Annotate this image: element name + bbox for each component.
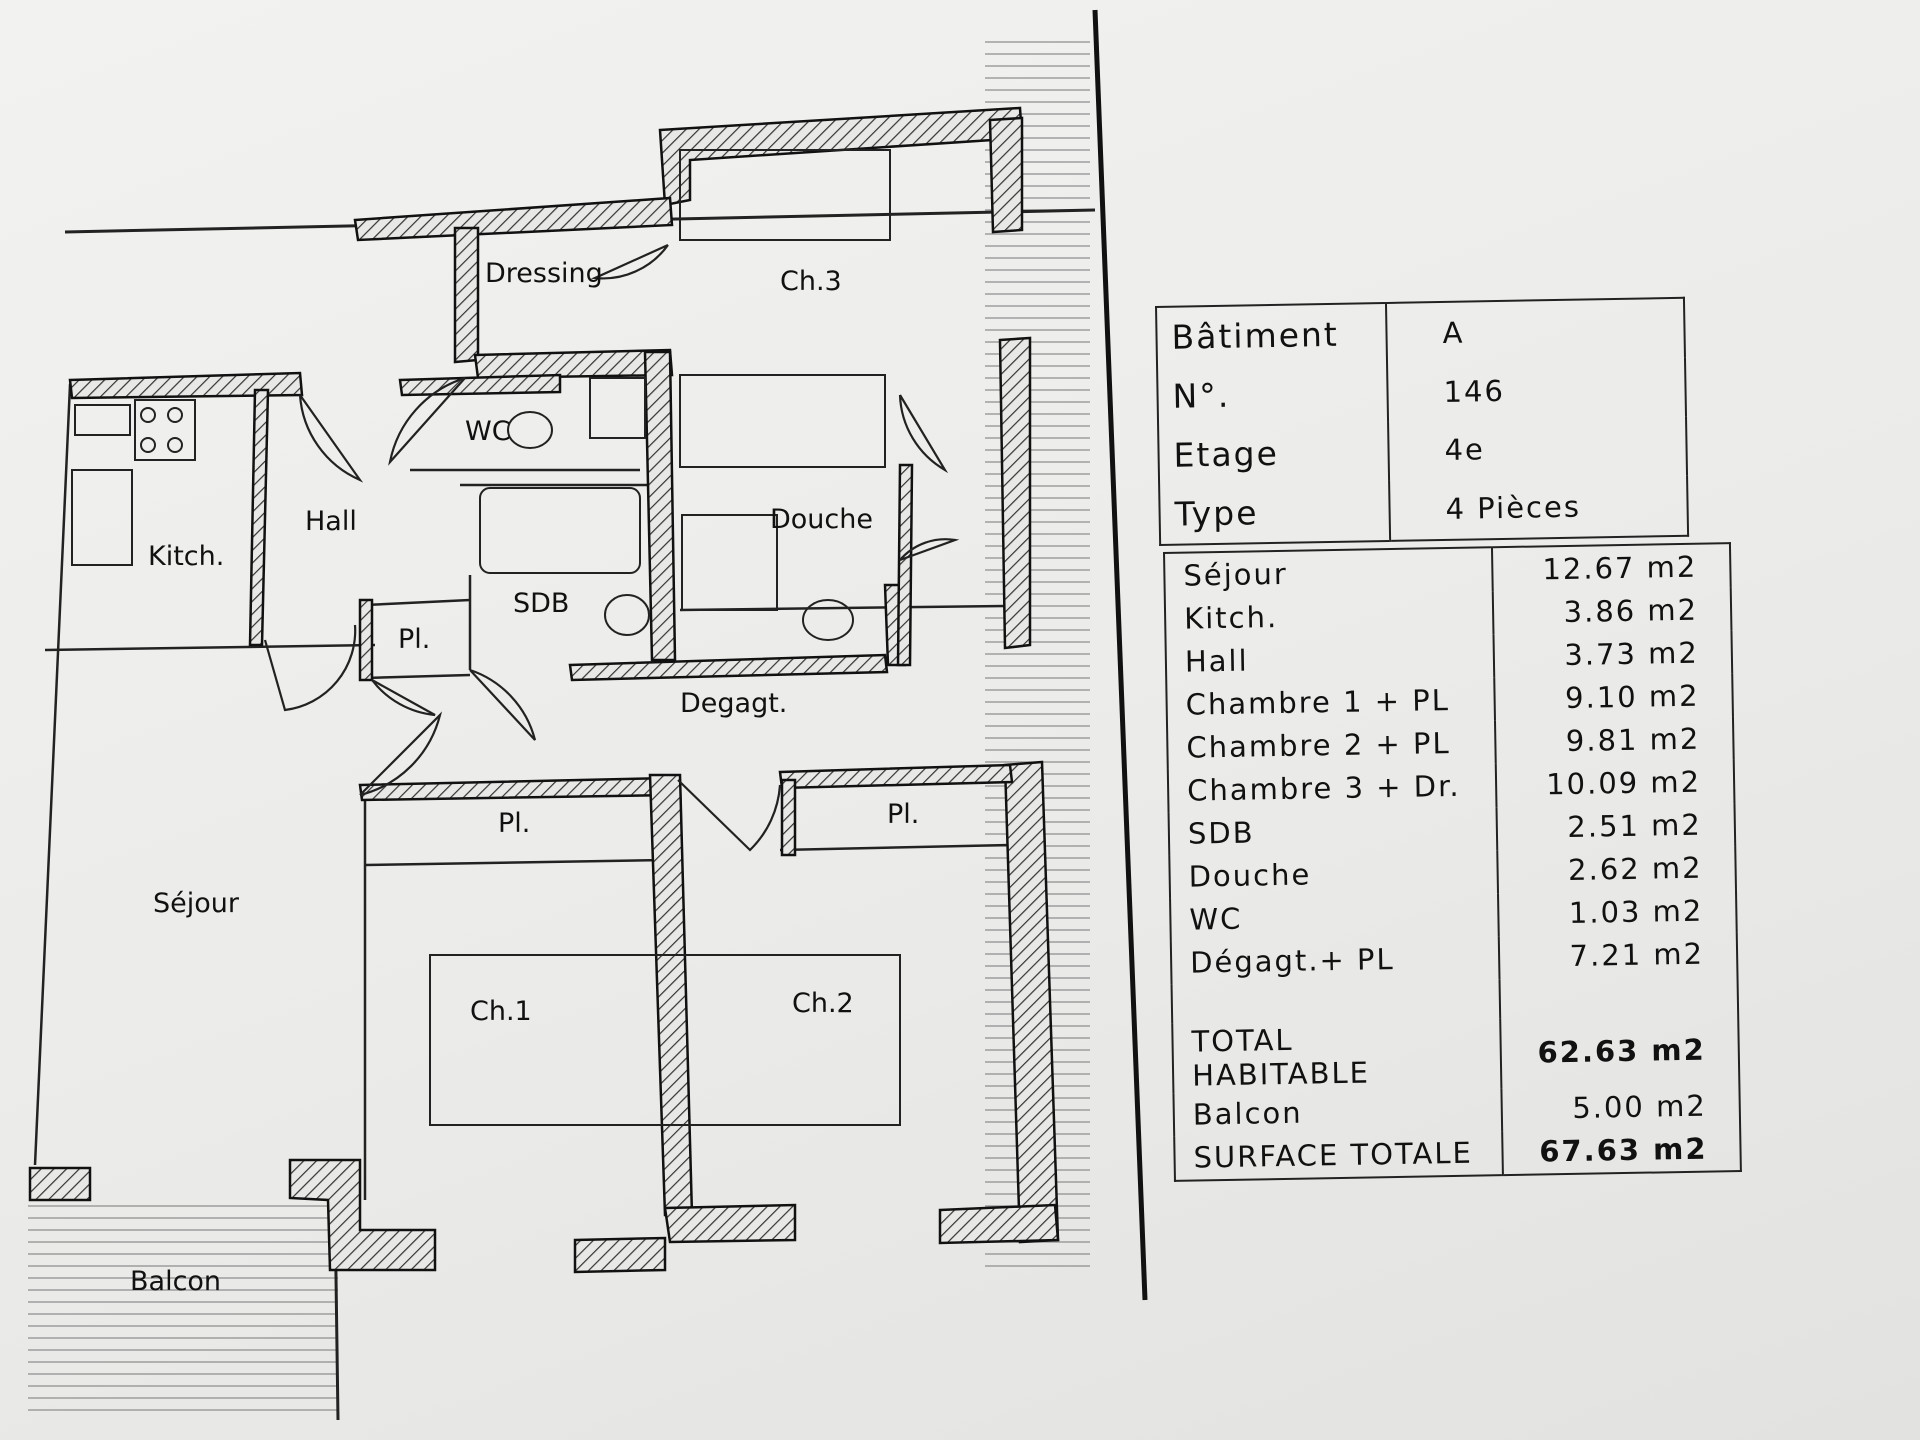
wc-toilet: [507, 411, 553, 449]
label-dressing: Dressing: [485, 258, 603, 289]
balcon-value: 5.00 m2: [1571, 1088, 1708, 1126]
floor-value: 4e: [1444, 432, 1486, 468]
area-value: 3.73 m2: [1564, 635, 1700, 672]
building-row: Bâtiment A: [1156, 298, 1685, 367]
area-label: Chambre 3 + Dr.: [1167, 763, 1497, 813]
label-degagt: Degagt.: [680, 688, 787, 719]
room-labels: Dressing Ch.3 WC Hall Kitch. Douche SDB …: [130, 258, 919, 1297]
cooktop: [134, 399, 196, 461]
spacer-cell: [1500, 975, 1739, 1018]
beds-ch1-ch2: [429, 954, 901, 1126]
area-label: Chambre 1 + PL: [1166, 677, 1495, 727]
area-value: 2.62 m2: [1567, 850, 1703, 888]
area-value: 9.10 m2: [1564, 678, 1700, 715]
type-row: Type 4 Pièces: [1159, 476, 1688, 545]
spacer-cell: [1171, 979, 1501, 1024]
shower-tray: [681, 514, 778, 611]
type-label: Type: [1159, 480, 1391, 545]
sdb-sink: [604, 594, 650, 636]
building-info-table: Bâtiment A N°. 146 Etage 4e Type 4 Pièce…: [1155, 296, 1690, 546]
area-value: 7.21 m2: [1569, 937, 1705, 974]
label-kitch: Kitch.: [148, 541, 224, 572]
surface-totale-row: SURFACE TOTALE 67.63 m2: [1174, 1127, 1741, 1181]
area-label: Chambre 2 + PL: [1167, 720, 1496, 770]
number-label: N°.: [1157, 362, 1389, 426]
bed-ch3: [679, 149, 891, 241]
label-ch3: Ch.3: [780, 266, 842, 297]
area-label: Séjour: [1164, 547, 1493, 598]
area-label: WC: [1170, 892, 1499, 942]
total-habitable-row: TOTAL HABITABLE 62.63 m2: [1172, 1014, 1739, 1094]
wc-basin: [589, 377, 646, 439]
label-pl-ch2: Pl.: [887, 799, 919, 830]
total-habitable-value: 62.63 m2: [1537, 1032, 1707, 1070]
area-label: Dégagt.+ PL: [1170, 936, 1500, 985]
floor-row: Etage 4e: [1158, 417, 1687, 485]
area-value: 1.03 m2: [1568, 893, 1704, 931]
label-ch1: Ch.1: [470, 996, 532, 1027]
kitchen-sink-unit: [71, 469, 133, 566]
bed-ch3-second: [679, 374, 886, 468]
areas-table: Séjour 12.67 m2 Kitch. 3.86 m2 Hall 3.73 m2…: [1163, 542, 1742, 1182]
label-douche: Douche: [770, 504, 873, 535]
area-value: 12.67 m2: [1542, 549, 1698, 586]
area-value: 2.51 m2: [1567, 807, 1703, 845]
door-swings: [263, 243, 960, 852]
boundary-line-right: [1092, 9, 1148, 1301]
label-sdb: SDB: [513, 588, 569, 619]
area-value: 3.86 m2: [1563, 592, 1699, 629]
area-label: Douche: [1169, 849, 1499, 899]
label-wc: WC: [465, 416, 511, 447]
balcony-hatching: [28, 1200, 338, 1420]
kitchen-counter: [74, 404, 131, 436]
bathtub: [479, 487, 641, 574]
balcon-label: Balcon: [1173, 1087, 1503, 1137]
walls: [28, 106, 1060, 1274]
label-ch2: Ch.2: [792, 988, 854, 1019]
label-balcon: Balcon: [130, 1266, 221, 1297]
area-value: 9.81 m2: [1565, 721, 1701, 758]
building-label: Bâtiment: [1156, 302, 1388, 367]
fixtures: [71, 149, 901, 1126]
area-value: 10.09 m2: [1545, 764, 1702, 802]
area-label: Hall: [1165, 634, 1495, 684]
surface-totale-label: SURFACE TOTALE: [1174, 1130, 1503, 1181]
number-value: 146: [1443, 373, 1506, 409]
label-pl-ch1: Pl.: [498, 808, 530, 839]
label-hall: Hall: [305, 506, 357, 537]
building-value: A: [1442, 315, 1465, 350]
label-sejour: Séjour: [153, 888, 240, 919]
type-value: 4 Pièces: [1445, 490, 1582, 527]
total-habitable-label: TOTAL HABITABLE: [1172, 1018, 1502, 1094]
douche-sink: [802, 599, 854, 641]
area-label: Kitch.: [1164, 591, 1494, 641]
label-pl-hall: Pl.: [398, 624, 430, 655]
surface-totale-value: 67.63 m2: [1538, 1131, 1708, 1169]
floor-label: Etage: [1158, 421, 1390, 485]
area-label: SDB: [1168, 806, 1498, 856]
number-row: N°. 146: [1157, 358, 1686, 426]
